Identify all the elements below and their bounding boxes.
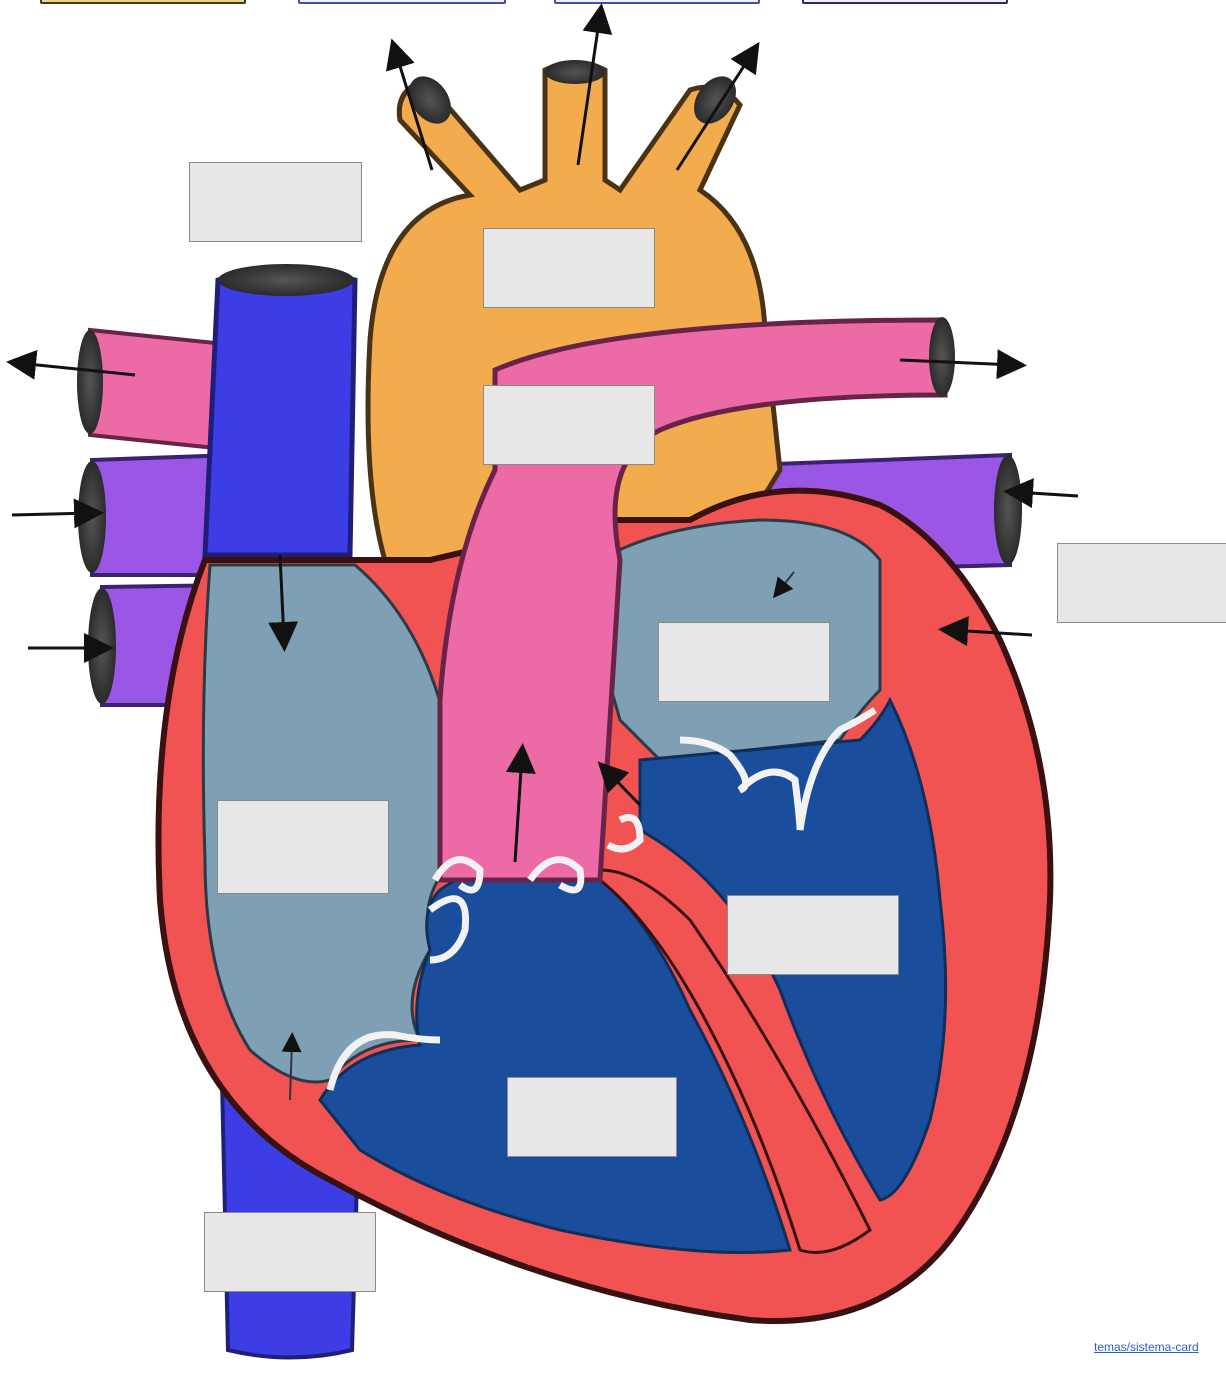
label-box-inferior-vena-cava[interactable] — [204, 1212, 376, 1292]
label-box-superior-vena-cava[interactable] — [189, 162, 362, 242]
source-link[interactable]: temas/sistema-card — [1094, 1340, 1199, 1354]
label-box-aorta[interactable] — [483, 228, 655, 308]
label-box-left-ventricle[interactable] — [727, 895, 899, 975]
label-box-left-atrium[interactable] — [658, 622, 830, 702]
flow-arrow — [12, 513, 92, 515]
label-box-right-ventricle[interactable] — [507, 1077, 677, 1157]
superior-vena-cava — [205, 270, 355, 555]
label-box-pulmonary-artery[interactable] — [483, 385, 655, 465]
flow-arrow — [1015, 492, 1078, 496]
label-box-pulmonary-veins[interactable] — [1057, 543, 1226, 623]
label-box-right-atrium[interactable] — [217, 800, 389, 894]
